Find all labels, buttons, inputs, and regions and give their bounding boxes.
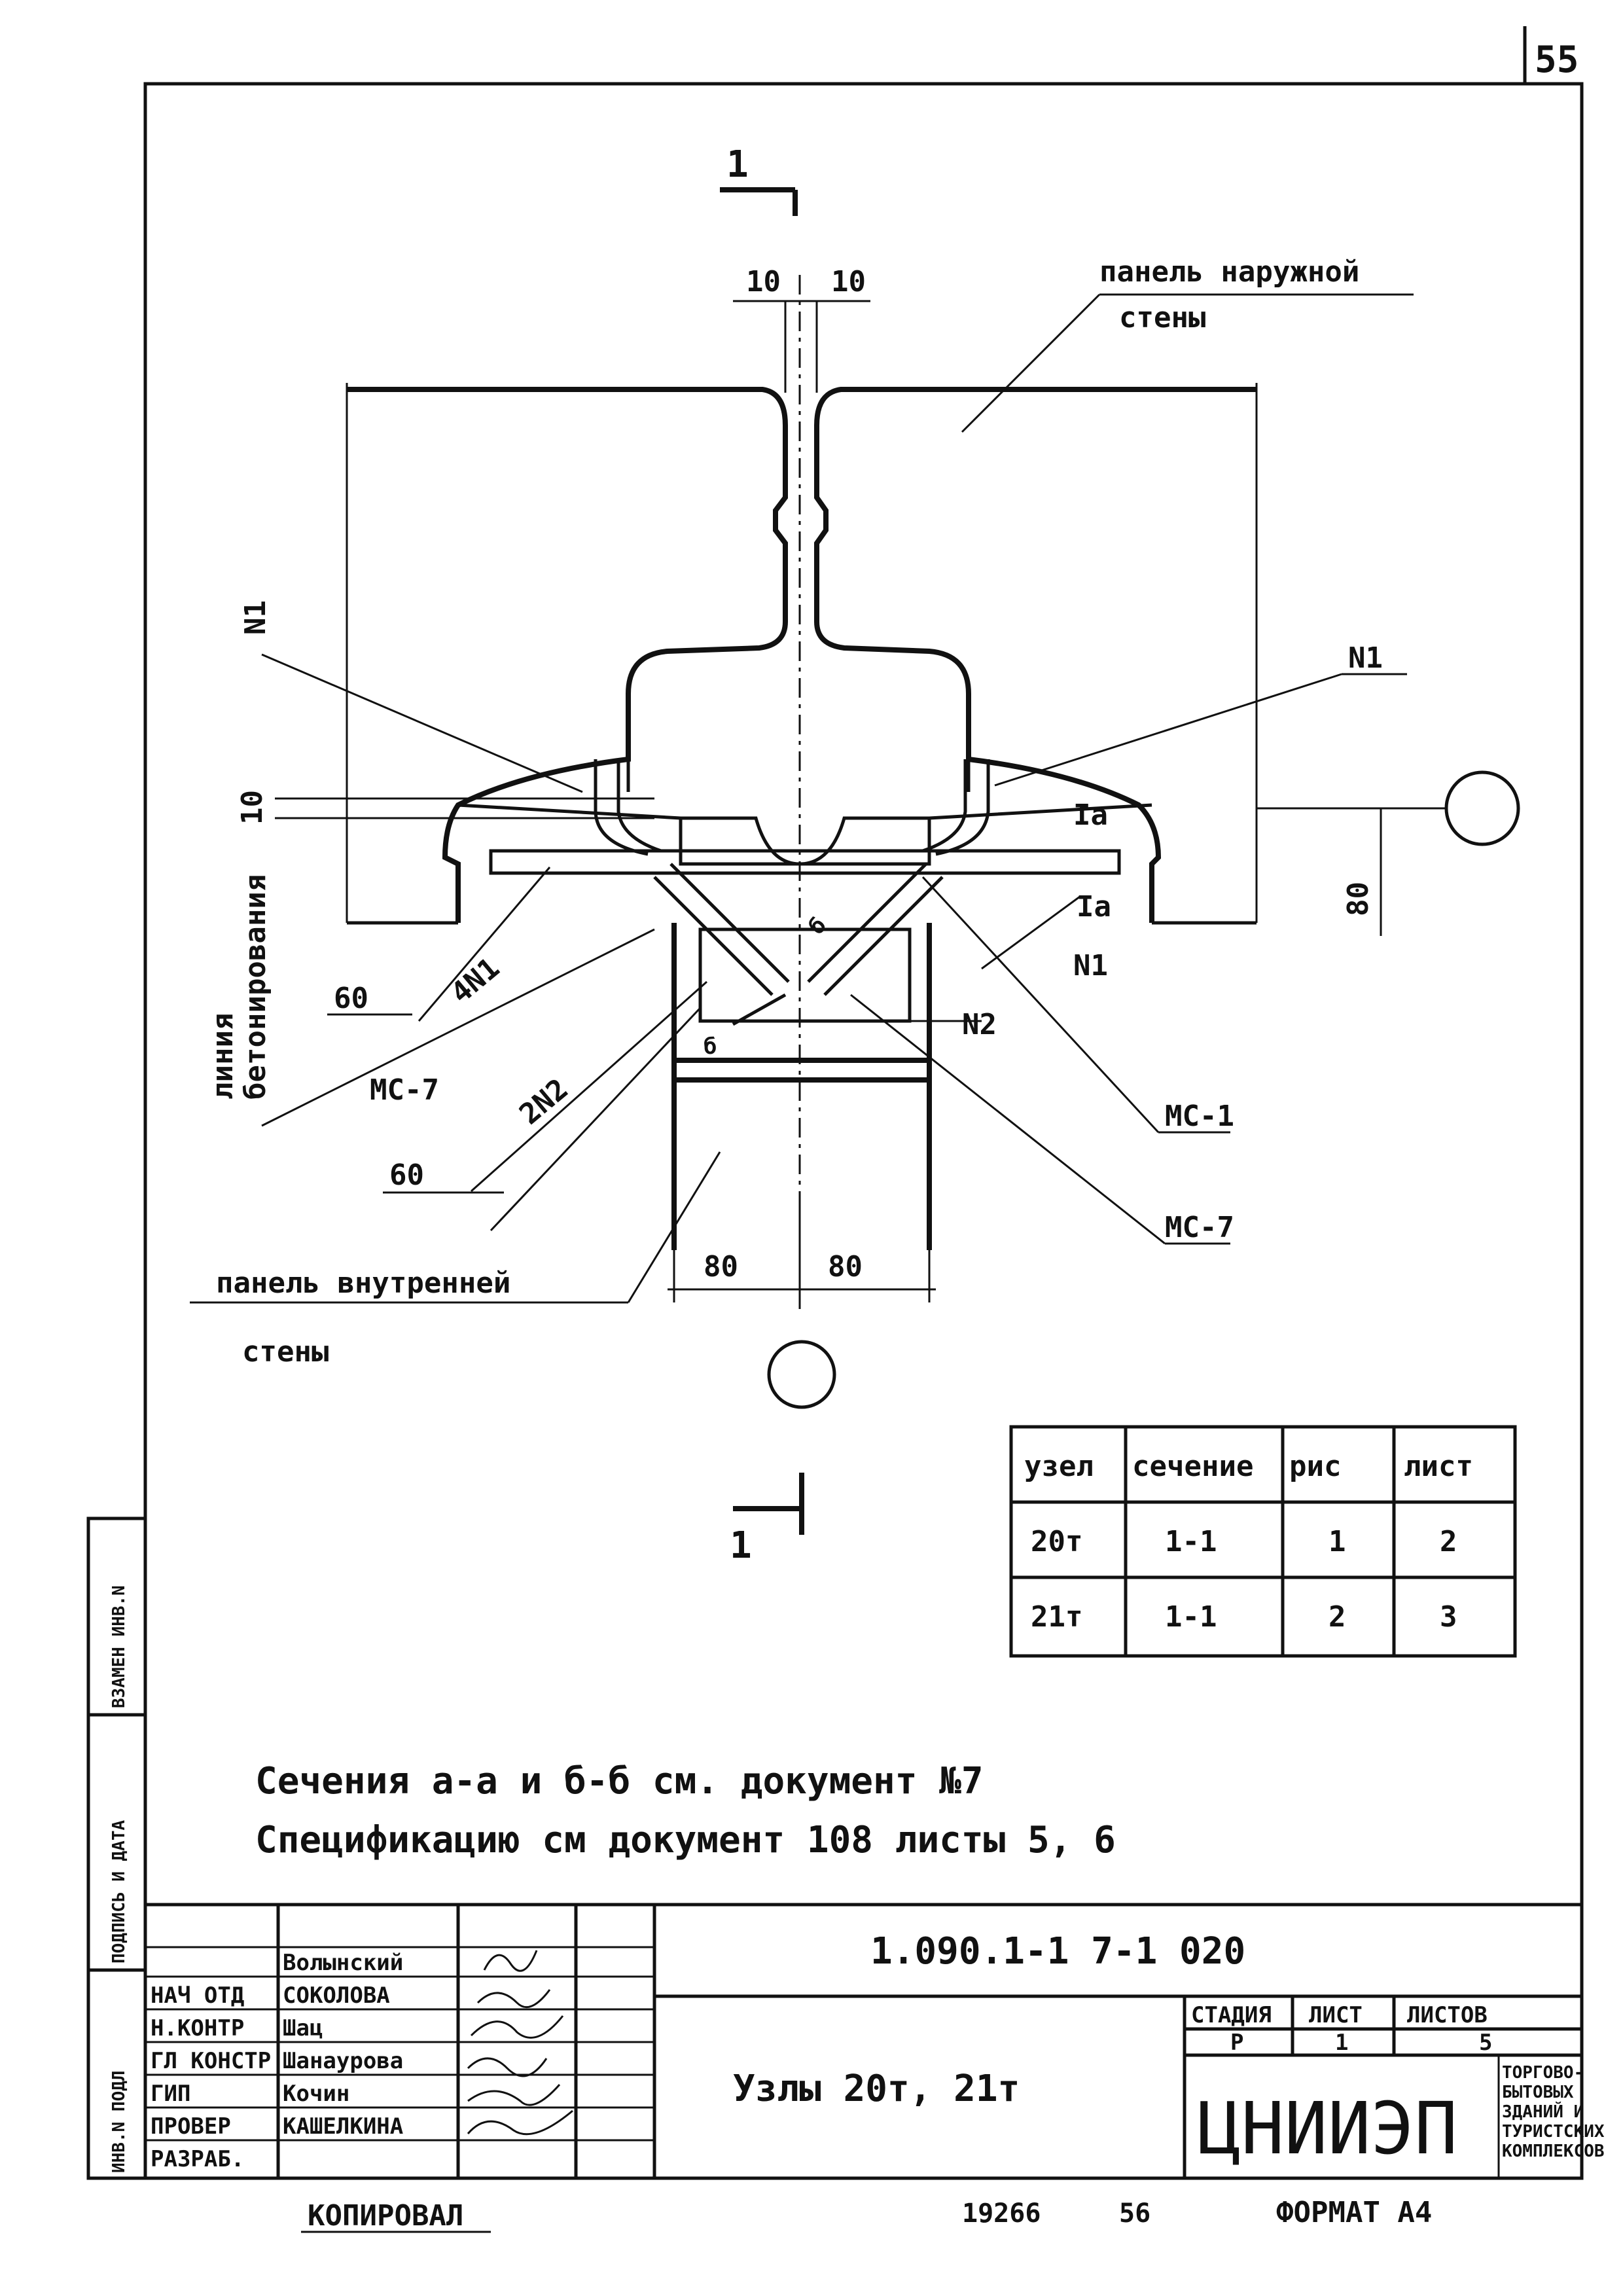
ref-table-cell-1-2: 2 [1329,1600,1346,1634]
label-concrete-line-2: бетонирования [239,874,272,1100]
dim-10-right: 10 [831,265,866,298]
signatures [467,1950,573,2136]
reference-table: узел сечение рис лист 20т 1-1 1 2 21т 1-… [1009,1425,1517,1658]
label-n1-mid: N1 [1073,949,1108,982]
label-inner-panel-1: панель внутренней [216,1266,510,1300]
label-n1-right: N1 [1348,641,1383,675]
role-2: ГЛ КОНСТР [151,2048,271,2074]
label-inner-panel-2: стены [242,1335,329,1369]
side-stamp-0: ИНВ.N ПОДЛ [109,2070,129,2173]
role-5: РАЗРАБ. [151,2146,244,2172]
label-1a-top: Iа [1073,798,1108,832]
footer-num1: 19266 [962,2198,1041,2229]
side-stamp: ИНВ.N ПОДЛ ПОДПИСЬ И ДАТА ВЗАМЕН ИНВ.N [86,1516,147,2180]
axis-bubble-right [1444,770,1520,846]
org-sub-1: БЫТОВЫХ [1502,2083,1574,2102]
label-60-top: 60 [334,982,368,1015]
name-4: Кочин [283,2081,349,2107]
dim-80-right: 80 [828,1250,863,1283]
org-sub-4: КОМПЛЕКСОВ [1502,2142,1605,2161]
embedded-plate-mc7 [698,927,912,1023]
stage-header: СТАДИЯ [1191,2002,1272,2028]
leader-lines [190,293,1414,1304]
name-5: КАШЕЛКИНА [283,2113,403,2140]
name-0: Волынский [283,1950,403,1976]
name-2: Шац [283,2015,323,2041]
sheet-value: 1 [1335,2030,1348,2056]
concrete-fill-zone [457,759,1152,820]
inner-wall-panel [671,923,932,1250]
label-n1-left-top: N1 [239,600,272,635]
label-concrete-line-1: линия [206,1013,240,1100]
side-stamp-2: ВЗАМЕН ИНВ.N [109,1585,129,1708]
ref-table-cell-0-1: 1-1 [1165,1525,1217,1558]
note-line-2: Спецификацию см документ 108 листы 5, 6 [255,1819,1116,1861]
ref-table-header-2: рис [1289,1450,1341,1483]
dim-80-vertical: 80 [1342,882,1375,916]
section-mark-top: 1 [720,143,798,216]
footer-format: ФОРМАТ А4 [1276,2196,1432,2229]
bar-n1-right-bent [922,759,990,856]
label-n2: N2 [962,1008,997,1041]
footer-copied: КОПИРОВАЛ [308,2199,463,2233]
dim-10-left: 10 [746,265,781,298]
footer-num2: 56 [1119,2198,1150,2229]
section-mark-bottom: 1 [730,1473,804,1567]
page-number: 55 [1535,39,1578,81]
bar-n2-right [807,863,944,996]
label-mc1: МС-1 [1165,1100,1234,1133]
name-1: СОКОЛОВА [283,1982,390,2009]
label-b-left: б [704,1033,717,1060]
label-mc7-right: МС-7 [1165,1211,1234,1244]
role-0: НАЧ ОТД [151,1982,244,2009]
org-sub-3: ТУРИСТСКИХ [1502,2122,1605,2142]
title-block: НАЧ ОТД Волынский Н.КОНТР СОКОЛОВА ГЛ КО… [145,1903,1605,2178]
label-4n1: 4N1 [444,951,506,1010]
label-1a-bottom: Iа [1077,890,1111,924]
label-outer-panel-1: панель наружной [1099,255,1359,289]
sheets-value: 5 [1479,2030,1492,2056]
label-mc7-left: МС-7 [370,1073,439,1107]
ref-table-cell-1-1: 1-1 [1165,1600,1217,1634]
svg-text:1: 1 [726,143,749,186]
svg-text:1: 1 [730,1524,752,1567]
org-sub-2: ЗДАНИЙ И [1502,2101,1584,2122]
label-outer-panel-2: стены [1119,301,1205,334]
axis-bubble-bottom [767,1340,836,1409]
sheets-header: ЛИСТОВ [1407,2002,1488,2028]
stage-value: Р [1230,2030,1243,2056]
ref-table-header-3: лист [1404,1450,1473,1483]
central-notch [679,816,931,866]
side-stamp-1: ПОДПИСЬ И ДАТА [109,1820,129,1964]
outer-wall-panel [347,387,1257,923]
role-4: ПРОВЕР [151,2113,231,2140]
bar-n1-left-bent [594,759,662,856]
dim-80-left: 80 [704,1250,738,1283]
ref-table-cell-1-3: 3 [1440,1600,1457,1634]
ref-table-cell-0-0: 20т [1031,1525,1082,1558]
ref-table-header-0: узел [1024,1450,1094,1483]
label-60-bottom: 60 [389,1158,424,1192]
ref-table-cell-0-3: 2 [1440,1525,1457,1558]
doc-code: 1.090.1-1 7-1 020 [870,1930,1245,1973]
drawing-title: Узлы 20т, 21т [733,2068,1020,2110]
bar-n2-left [653,863,790,996]
ref-table-header-1: сечение [1132,1450,1253,1483]
sheet-frame [143,82,1584,2180]
role-1: Н.КОНТР [151,2015,244,2041]
label-2n2: 2N2 [513,1072,575,1131]
ref-table-cell-0-2: 1 [1329,1525,1346,1558]
role-3: ГИП [151,2081,190,2107]
bar-n1-horizontal [489,849,1121,875]
sheet-header: ЛИСТ [1309,2002,1363,2028]
ref-table-cell-1-0: 21т [1031,1600,1082,1634]
org-name: ЦНИИЭП [1198,2087,1457,2170]
label-b-right: б [804,912,832,941]
note-line-1: Сечения а-а и б-б см. документ №7 [255,1760,984,1803]
name-3: Шанаурова [283,2048,403,2074]
short-stub-b [732,993,787,1026]
dim-10-vertical: 10 [236,790,269,825]
org-sub-0: ТОРГОВО- [1502,2063,1584,2083]
